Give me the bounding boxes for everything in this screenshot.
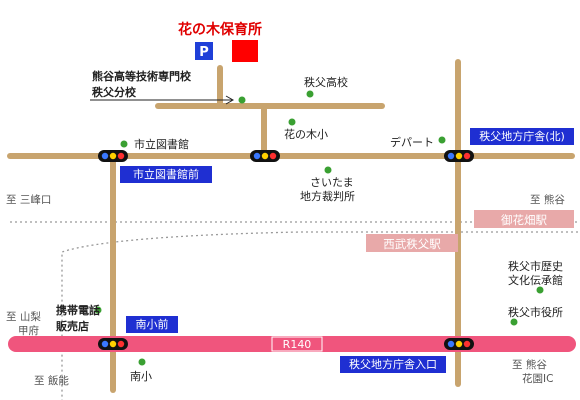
dot-library <box>120 140 128 148</box>
direction-kumagaya-ic-2: 花園IC <box>522 372 553 385</box>
parking-icon: P <box>199 45 209 60</box>
label-hananoki-elem: 花の木小 <box>284 128 328 141</box>
dot-phone-shop <box>94 306 102 314</box>
signal-govt-north-text: 秩父地方庁舎(北) <box>479 129 565 143</box>
label-phone-shop-1: 携帯電話 <box>56 303 100 317</box>
traffic-signal-icon <box>444 150 474 162</box>
signal-minami-front-text: 南小前 <box>136 317 169 331</box>
traffic-signal-icon <box>98 150 128 162</box>
dot-department-store <box>438 136 446 144</box>
direction-kumagaya-top: 至 熊谷 <box>530 193 565 206</box>
traffic-signal-icon <box>250 150 280 162</box>
traffic-signal-icon <box>444 338 474 350</box>
direction-yamanashi-1: 至 山梨 <box>6 310 41 323</box>
label-minami-elem: 南小 <box>130 370 152 383</box>
label-city-hall: 秩父市役所 <box>508 305 563 319</box>
station-ohanabatake-label: 御花畑駅 <box>501 213 547 227</box>
signal-label-minami-front: 南小前 <box>126 316 178 333</box>
signal-label-library-front: 市立図書館前 <box>120 166 212 183</box>
dot-minami-elem <box>138 358 146 366</box>
dot-hananoki-elem <box>288 118 296 126</box>
signal-label-govt-entrance: 秩父地方庁舎入口 <box>340 356 446 373</box>
station-seibu-chichibu: 西武秩父駅 <box>366 234 458 252</box>
route-140-text: R140 <box>283 338 312 351</box>
label-library: 市立図書館 <box>134 137 189 151</box>
dot-museum <box>536 286 544 294</box>
nursery-marker <box>232 40 258 62</box>
school-arrow <box>225 95 235 105</box>
traffic-signal-icon <box>98 338 128 350</box>
station-ohanabatake: 御花畑駅 <box>474 210 574 228</box>
signal-label-govt-north: 秩父地方庁舎(北) <box>470 128 574 145</box>
label-phone-shop-2: 販売店 <box>56 319 89 333</box>
dot-kumagaya-school <box>238 96 246 104</box>
label-kumagaya-school: 熊谷高等技術専門校 <box>92 69 192 83</box>
dot-chichibu-high <box>306 90 314 98</box>
label-kumagaya-school-branch: 秩父分校 <box>92 85 137 99</box>
signal-library-front-text: 市立図書館前 <box>133 167 199 181</box>
signal-govt-entrance-text: 秩父地方庁舎入口 <box>349 357 437 371</box>
label-department-store: デパート <box>390 135 434 149</box>
label-chichibu-high: 秩父高校 <box>304 75 348 89</box>
direction-hanno: 至 飯能 <box>34 374 69 387</box>
label-court-1: さいたま <box>310 176 354 189</box>
label-museum-2: 文化伝承館 <box>508 273 563 287</box>
direction-mineguchi: 至 三峰口 <box>6 194 51 206</box>
route-140-label: R140 <box>271 336 323 352</box>
label-court-2: 地方裁判所 <box>300 189 355 203</box>
dot-court <box>324 166 332 174</box>
station-seibu-chichibu-label: 西武秩父駅 <box>383 237 441 251</box>
direction-kumagaya-ic-1: 至 熊谷 <box>512 358 547 371</box>
dot-city-hall <box>510 318 518 326</box>
direction-yamanashi-2: 甲府 <box>18 324 39 337</box>
destination-title: 花の木保育所 <box>178 21 262 38</box>
label-museum-1: 秩父市歴史 <box>508 259 563 273</box>
parking-marker <box>195 42 213 60</box>
